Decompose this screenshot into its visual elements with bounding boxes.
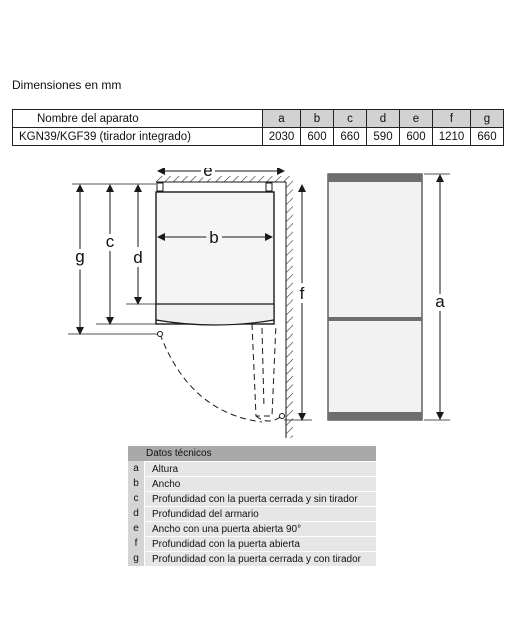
legend-key: b: [128, 476, 145, 491]
legend-item: e Ancho con una puerta abierta 90°: [128, 521, 376, 536]
spacer-left: [156, 182, 164, 192]
legend-key: f: [128, 536, 145, 551]
table-header-cell: a: [262, 109, 301, 128]
front-bottom-trim: [328, 412, 422, 420]
dim-label-a: a: [435, 292, 445, 311]
dim-label-g: g: [75, 247, 84, 266]
open-door-end: [255, 415, 283, 422]
legend-item: b Ancho: [128, 476, 376, 491]
table-cell: 600: [399, 127, 433, 146]
legend-text: Profundidad con la puerta cerrada y con …: [145, 551, 376, 566]
front-door-split: [328, 317, 422, 321]
table-header-cell: c: [333, 109, 367, 128]
fridge-body-top-view: [155, 191, 275, 325]
dim-label-e: e: [203, 168, 212, 180]
legend-text: Profundidad con la puerta abierta: [145, 536, 376, 551]
dim-label-b: b: [209, 228, 218, 247]
closed-door: [155, 303, 275, 326]
table-cell-model: KGN39/KGF39 (tirador integrado): [12, 127, 263, 146]
table-header-cell: Nombre del aparato: [12, 109, 263, 128]
legend-text: Profundidad del armario: [145, 506, 376, 521]
hinge-point: [157, 331, 163, 337]
top-wall: [156, 176, 286, 182]
legend-key: a: [128, 461, 145, 476]
legend-item: a Altura: [128, 461, 376, 476]
legend-key: d: [128, 506, 145, 521]
table-header-cell: e: [399, 109, 433, 128]
dimensions-table: Nombre del aparato a b c d e f g KGN39/K…: [12, 109, 504, 146]
legend-key: e: [128, 521, 145, 536]
dimension-diagram: e b g c d f a: [68, 168, 450, 438]
table-cell: 660: [333, 127, 367, 146]
legend-item: g Profundidad con la puerta cerrada y co…: [128, 551, 376, 566]
table-header-cell: d: [366, 109, 400, 128]
table-header-row: Nombre del aparato a b c d e f g: [12, 109, 504, 128]
table-cell: 590: [366, 127, 400, 146]
legend-text: Ancho con una puerta abierta 90°: [145, 521, 376, 536]
door-end-point: [279, 413, 285, 419]
legend-key: c: [128, 491, 145, 506]
table-header-cell: g: [470, 109, 504, 128]
legend-item: c Profundidad con la puerta cerrada y si…: [128, 491, 376, 506]
legend-title: Datos técnicos: [128, 446, 376, 461]
table-header-cell: b: [300, 109, 334, 128]
side-wall: [286, 176, 293, 438]
fridge-front-view: [327, 173, 423, 421]
open-door-panel: [251, 323, 277, 417]
legend-text: Profundidad con la puerta cerrada y sin …: [145, 491, 376, 506]
dim-label-d: d: [133, 248, 142, 267]
legend-text: Altura: [145, 461, 376, 476]
table-row: KGN39/KGF39 (tirador integrado) 2030 600…: [12, 127, 504, 146]
page-title: Dimensiones en mm: [12, 78, 122, 92]
technical-data-legend: Datos técnicos a Altura b Ancho c Profun…: [128, 446, 376, 566]
legend-item: d Profundidad del armario: [128, 506, 376, 521]
table-header-cell: f: [432, 109, 471, 128]
spacer-right: [265, 182, 273, 192]
legend-key: g: [128, 551, 145, 566]
table-cell: 600: [300, 127, 334, 146]
table-cell: 1210: [432, 127, 471, 146]
open-door-panel-inner: [261, 327, 265, 409]
front-top-trim: [328, 174, 422, 182]
dim-label-f: f: [300, 284, 305, 303]
legend-text: Ancho: [145, 476, 376, 491]
door-swing-arc: [159, 333, 263, 423]
dim-label-c: c: [106, 232, 115, 251]
table-cell: 660: [470, 127, 504, 146]
legend-item: f Profundidad con la puerta abierta: [128, 536, 376, 551]
table-cell: 2030: [262, 127, 301, 146]
